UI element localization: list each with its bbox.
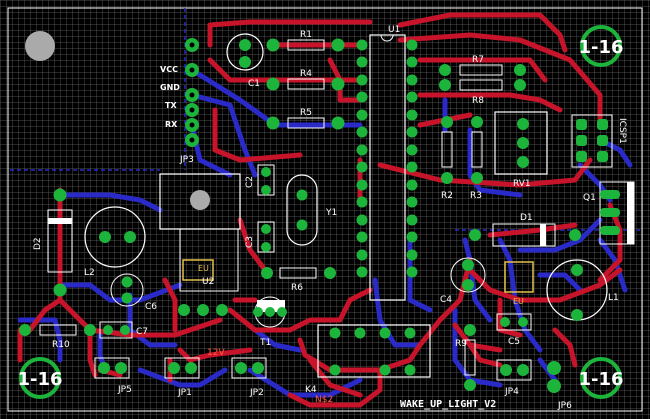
r6-resistor: R6	[261, 267, 336, 293]
rv1-trimmer: RV1	[494, 111, 548, 189]
c4-capacitor: C4	[440, 257, 486, 305]
ref-l1: L1	[608, 293, 619, 303]
ref-c6: C6	[145, 302, 157, 312]
ref-l2: L2	[84, 268, 95, 278]
pin-label-gnd: GND	[160, 83, 180, 92]
r8-resistor: R8	[439, 79, 526, 106]
ref-c5: C5	[508, 337, 520, 347]
ref-u1: U1	[388, 25, 400, 35]
c3-capacitor: C3	[245, 221, 275, 253]
ref-r8: R8	[472, 96, 484, 106]
ref-k4: K4	[305, 385, 317, 395]
r9-resistor: R9	[455, 324, 476, 391]
polarity-eu-right: EU	[513, 297, 524, 306]
board-outline	[7, 7, 643, 412]
jp2-header: JP2	[231, 357, 267, 398]
ref-rv1: RV1	[513, 179, 531, 189]
ref-d1: D1	[520, 213, 533, 223]
r5-resistor: R5	[266, 108, 345, 130]
jp5-header: JP5	[94, 357, 132, 395]
ref-r7: R7	[472, 55, 484, 65]
l1-inductor: L1	[546, 259, 619, 321]
r4-resistor: R4	[266, 69, 345, 91]
q1-transistor: Q1	[583, 181, 635, 245]
smd-regulator-right: EU	[504, 261, 534, 306]
ref-r6: R6	[291, 283, 303, 293]
ref-r1: R1	[300, 30, 312, 40]
icsp1-header: ICSP1	[571, 114, 627, 168]
ref-jp2: JP2	[249, 388, 264, 398]
c2-capacitor: C2	[245, 164, 275, 196]
jp6-header: JP6	[547, 361, 572, 411]
mounting-hole-top-left	[25, 31, 55, 61]
c7-capacitor: C7	[99, 321, 148, 339]
ref-r5: R5	[300, 108, 312, 118]
l2-inductor: L2	[84, 206, 146, 278]
ref-d2: D2	[33, 237, 43, 250]
k4-relay: K4	[305, 324, 431, 395]
jp1-header: JP1	[164, 357, 200, 398]
r7-resistor: R7	[439, 55, 526, 76]
ref-y1: Y1	[325, 208, 337, 218]
ref-c7: C7	[136, 327, 148, 337]
pin-label-tx: TX	[165, 101, 177, 110]
t1-transistor: T1	[253, 296, 287, 348]
polarity-eu-left: EU	[198, 264, 209, 273]
ref-jp5: JP5	[117, 385, 132, 395]
ref-r9: R9	[455, 339, 467, 349]
ref-c2: C2	[245, 176, 255, 188]
ref-r4: R4	[300, 69, 312, 79]
r1-resistor: R1	[266, 30, 345, 52]
corner-label-top-right: 1-16	[578, 37, 623, 58]
mounting-hole-top-right	[580, 25, 622, 67]
ref-icsp1: ICSP1	[617, 118, 627, 144]
ref-r3: R3	[470, 191, 482, 201]
board-title: WAKE_UP_LIGHT_V2	[400, 399, 496, 410]
corner-label-bottom-right: 1-16	[578, 369, 623, 390]
u1-microcontroller: U1	[356, 25, 418, 301]
r10-resistor: R10	[19, 324, 96, 350]
ref-u2: U2	[202, 277, 214, 287]
ref-t1: T1	[259, 338, 271, 348]
ref-jp3: JP3	[179, 155, 194, 165]
mounting-hole-bottom-right	[580, 357, 622, 399]
jp4-header: JP4	[496, 359, 532, 397]
mounting-hole-bottom-left	[19, 357, 61, 399]
ref-c3: C3	[245, 236, 255, 248]
mounting-holes: 1-16 1-16 1-16	[17, 25, 624, 399]
ref-c4: C4	[440, 295, 452, 305]
d1-diode: D1	[469, 213, 581, 247]
ref-jp4: JP4	[504, 387, 519, 397]
ref-jp6: JP6	[557, 401, 572, 411]
ref-r2: R2	[441, 191, 453, 201]
ref-q1: Q1	[583, 193, 596, 203]
y1-crystal: Y1	[286, 174, 337, 246]
ref-r10: R10	[52, 340, 70, 350]
net-label-n2: N$2	[315, 395, 333, 405]
ref-c1: C1	[248, 79, 260, 89]
c1-capacitor: C1	[226, 33, 264, 89]
d2-diode: D2	[33, 188, 73, 297]
r2-resistor: R2	[441, 116, 453, 201]
corner-label-bottom-left: 1-16	[17, 369, 62, 390]
net-label-12v: 12V	[207, 348, 225, 358]
c5-capacitor: C5	[496, 313, 532, 347]
u2-regulator: EU U2	[159, 173, 241, 316]
jp3-header: VCC GND TX RX JP3	[160, 38, 199, 165]
top-layer-traces	[17, 12, 623, 408]
c6-capacitor: C6	[110, 273, 157, 312]
ref-jp1: JP1	[177, 388, 192, 398]
pin-label-vcc: VCC	[160, 65, 178, 74]
pin-label-rx: RX	[165, 120, 178, 129]
r3-resistor: R3	[470, 116, 483, 201]
